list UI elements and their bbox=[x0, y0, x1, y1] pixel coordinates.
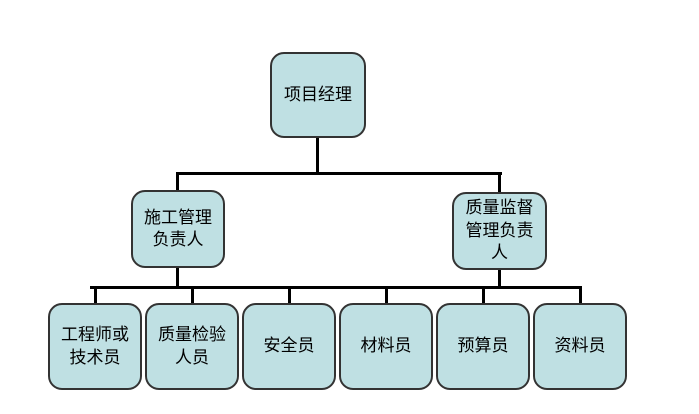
connector-quality-drop bbox=[498, 172, 501, 194]
org-box-material-officer: 材料员 bbox=[339, 303, 433, 390]
org-box-quality-inspector: 质量检验 人员 bbox=[145, 303, 239, 390]
connector-root-vertical bbox=[316, 136, 319, 175]
org-box-construction-manager: 施工管理 负责人 bbox=[131, 190, 225, 268]
connector-level3-horizontal bbox=[90, 286, 582, 289]
org-box-safety-officer: 安全员 bbox=[242, 303, 336, 390]
connector-stub-engineer bbox=[94, 286, 97, 305]
connector-stub-safety-officer bbox=[288, 286, 291, 305]
connector-stub-budget-officer bbox=[482, 286, 485, 305]
org-box-project-manager: 项目经理 bbox=[270, 52, 366, 138]
connector-level2-horizontal bbox=[176, 172, 502, 175]
org-box-budget-officer: 预算员 bbox=[436, 303, 530, 390]
org-box-engineer: 工程师或 技术员 bbox=[48, 303, 142, 390]
connector-construction-drop bbox=[176, 172, 179, 192]
connector-quality-down bbox=[498, 268, 501, 289]
org-box-quality-supervisor: 质量监督 管理负责 人 bbox=[452, 192, 547, 270]
connector-stub-document-officer bbox=[579, 286, 582, 305]
org-box-document-officer: 资料员 bbox=[533, 303, 627, 390]
connector-stub-quality-inspector bbox=[191, 286, 194, 305]
connector-stub-material-officer bbox=[385, 286, 388, 305]
connector-construction-down bbox=[176, 266, 179, 289]
